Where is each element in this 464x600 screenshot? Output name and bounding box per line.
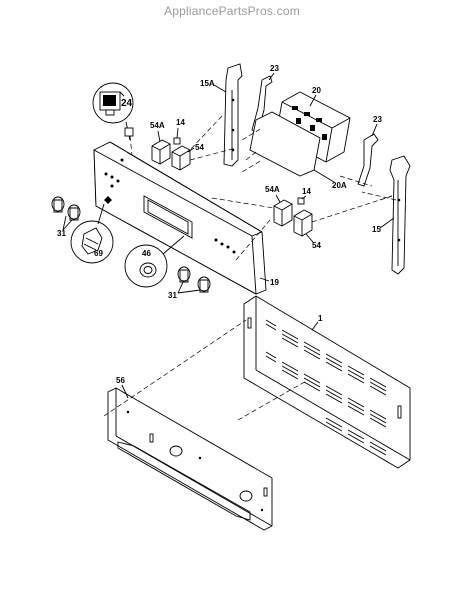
label-20: 20 <box>312 86 321 95</box>
part-54-switch-top: 54 <box>171 143 204 171</box>
part-46-lens-callout: 46 <box>124 235 185 288</box>
part-23-right-bracket: 23 <box>357 115 382 187</box>
label-14-top: 14 <box>176 118 185 127</box>
part-14-screw-mid: 14 <box>297 187 311 205</box>
label-24: 24 <box>121 98 133 109</box>
label-20a: 20A <box>332 181 347 190</box>
part-20a-overlay: 20A <box>249 111 347 190</box>
label-54-mid: 54 <box>312 241 321 250</box>
part-14-screw-top: 14 <box>173 118 185 145</box>
watermark: AppliancePartsPros.com <box>164 4 300 18</box>
part-15a-bracket: 15A <box>200 63 243 167</box>
label-23-right: 23 <box>373 115 382 124</box>
label-46: 46 <box>142 249 151 258</box>
label-23-top: 23 <box>270 64 279 73</box>
part-54a-switch-mid: 54A <box>265 185 293 227</box>
part-1-rear-panel: 1 <box>243 295 411 469</box>
part-23-top-bracket: 23 <box>251 64 279 133</box>
label-15a: 15A <box>200 79 215 88</box>
assembly-guide-lines <box>103 115 397 421</box>
part-56-lower-panel: 56 <box>107 376 273 531</box>
label-19: 19 <box>270 278 279 287</box>
part-19-control-panel: 19 <box>93 141 279 295</box>
label-69: 69 <box>94 249 103 258</box>
part-54-switch-mid: 54 <box>293 209 321 250</box>
label-15: 15 <box>372 225 381 234</box>
part-31-knobs-left: 31 <box>51 196 81 238</box>
label-54a-mid: 54A <box>265 185 280 194</box>
part-24-switch-callout: 24 <box>92 82 134 156</box>
label-14-mid: 14 <box>302 187 311 196</box>
part-69-igniter-callout: 69 <box>70 196 114 264</box>
part-15-bracket: 15 <box>372 155 411 275</box>
label-54a-top: 54A <box>150 121 165 130</box>
label-31-bottom: 31 <box>168 291 177 300</box>
part-54a-switch-top: 54A <box>150 121 171 165</box>
part-31-knobs-bottom: 31 <box>168 266 211 300</box>
label-31-left: 31 <box>57 229 66 238</box>
label-54-top: 54 <box>195 143 204 152</box>
label-56: 56 <box>116 376 125 385</box>
label-1: 1 <box>318 314 323 323</box>
